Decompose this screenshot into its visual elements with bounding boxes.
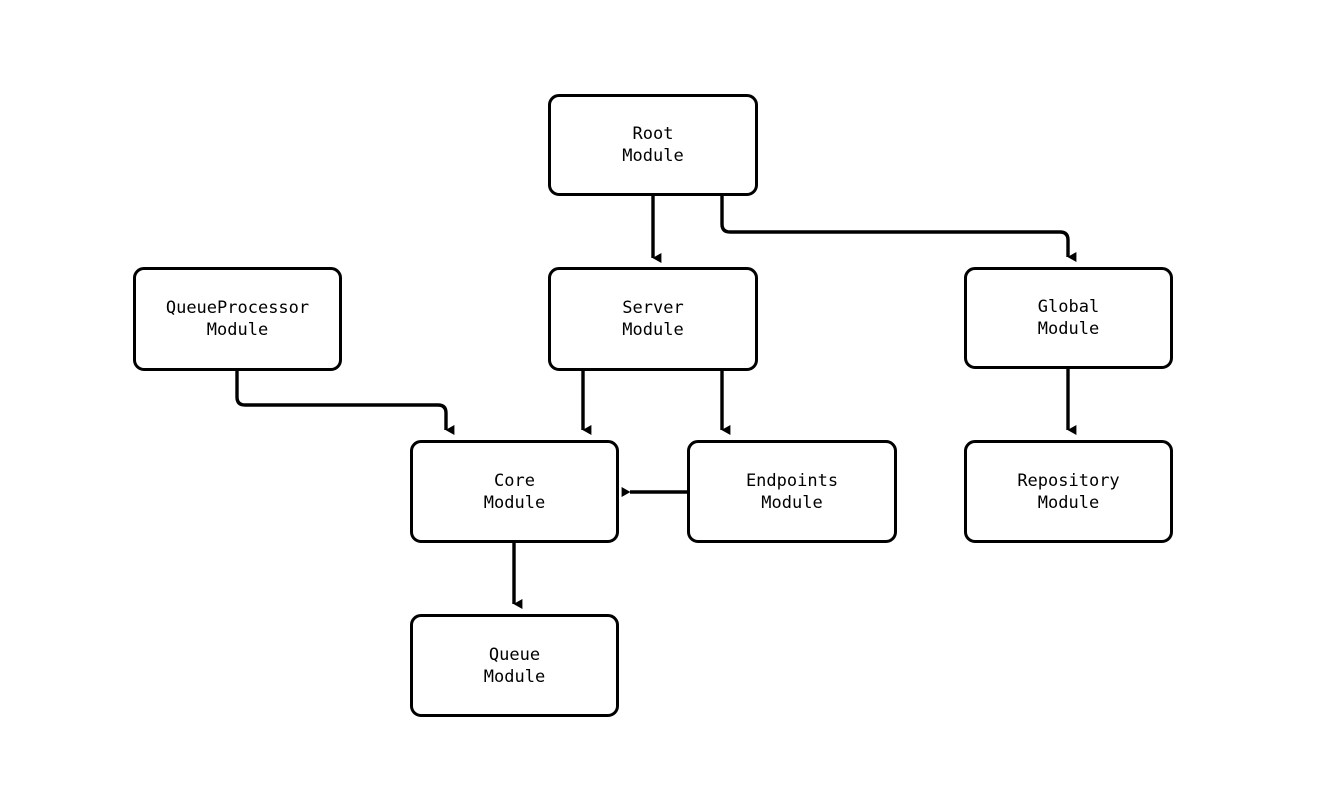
node-repository-module-label-line2: Module <box>1037 492 1100 513</box>
node-global-module-label-line2: Module <box>1037 319 1100 339</box>
node-endpoints-module-label-line1: Endpoints <box>745 470 839 491</box>
node-core-module-label-line1: Core <box>494 470 535 491</box>
node-global-module-label-line1: Global <box>1037 297 1100 317</box>
node-queueprocessor-module-label-line1: QueueProcessor <box>165 298 310 318</box>
node-root-module-label-line1: Root <box>632 124 674 144</box>
node-queue-module-label-line1: Queue <box>488 644 541 665</box>
node-repository-module[interactable]: Repository Module <box>964 440 1173 543</box>
edge-queueprocessor-to-core <box>235 371 455 435</box>
node-queueprocessor-module-label-line2: Module <box>206 320 269 340</box>
node-root-module-label-line2: Module <box>622 146 684 166</box>
node-global-module[interactable]: Global Module <box>964 267 1173 369</box>
edge-root-to-global <box>720 196 1077 262</box>
node-queueprocessor-module[interactable]: QueueProcessor Module <box>133 267 342 371</box>
node-queue-module-label-line2: Module <box>483 666 546 687</box>
node-server-module-label-line2: Module <box>622 320 684 340</box>
node-endpoints-module[interactable]: Endpoints Module <box>687 440 897 543</box>
node-server-module-label-line1: Server <box>622 298 684 318</box>
node-root-module[interactable]: Root Module <box>548 94 758 196</box>
node-endpoints-module-label-line2: Module <box>761 492 823 513</box>
node-repository-module-label-line1: Repository <box>1017 470 1120 491</box>
node-server-module[interactable]: Server Module <box>548 267 758 371</box>
node-core-module[interactable]: Core Module <box>410 440 619 543</box>
node-core-module-label-line2: Module <box>483 492 546 513</box>
node-queue-module[interactable]: Queue Module <box>410 614 619 717</box>
